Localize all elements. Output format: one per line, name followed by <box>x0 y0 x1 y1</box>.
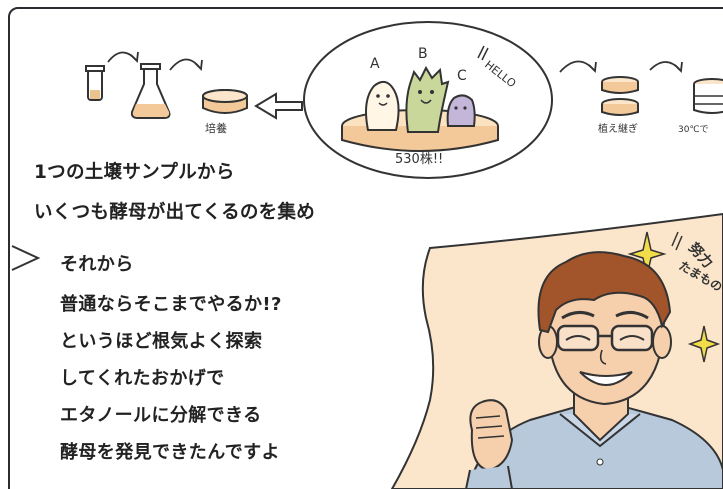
yeast-c-character <box>446 94 476 127</box>
subculture-dishes-icon <box>601 76 639 116</box>
speech-line-2: 普通ならそこまでやるか!? <box>60 294 282 315</box>
yeast-b-character <box>405 65 450 133</box>
speech-line-5: エタノールに分解できる <box>60 405 262 426</box>
test-tube-icon <box>85 65 105 101</box>
caption-line-1: 1つの土壌サンプルから <box>34 162 235 183</box>
speech-line-6: 酵母を発見できたんですよ <box>60 442 280 463</box>
flask-icon <box>130 63 171 119</box>
incubated-dishes-icon <box>693 78 723 114</box>
speech-line-1: それから <box>60 254 134 275</box>
strain-count: 530株!! <box>395 152 443 167</box>
strain-letter-b: B <box>418 46 428 62</box>
arrow-icon <box>559 60 595 73</box>
petri-dish-icon <box>202 89 248 114</box>
emphasis-marks <box>671 231 683 251</box>
strain-letter-c: C <box>457 68 467 84</box>
culture-label: 培養 <box>205 121 227 135</box>
emphasis-marks <box>477 45 489 61</box>
strain-letter-a: A <box>370 56 380 72</box>
arrow-left-icon <box>254 92 303 120</box>
temperature-label: 30℃で <box>678 125 709 135</box>
speech-pointer-icon <box>11 245 41 271</box>
man-illustration <box>464 251 723 489</box>
yeast-a-character <box>365 80 400 131</box>
sparkle-icon <box>687 325 721 363</box>
speech-line-3: というほど根気よく探索 <box>60 331 263 352</box>
speech-line-4: してくれたおかげで <box>60 368 225 389</box>
arrow-icon <box>107 51 137 63</box>
subculture-label: 植え継ぎ <box>598 122 638 135</box>
caption-line-2: いくつも酵母が出てくるのを集め <box>34 202 316 223</box>
